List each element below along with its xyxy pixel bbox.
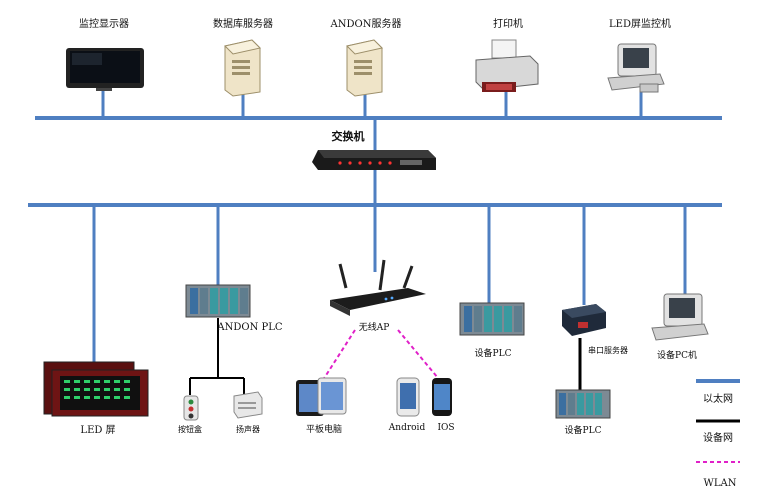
label-monitor: 监控显示器: [79, 17, 129, 30]
ios-phone-icon: [432, 378, 452, 416]
label-button-box: 按钮盒: [178, 424, 202, 434]
android-phone-icon: [396, 377, 420, 417]
label-led-screen: LED 屏: [80, 424, 115, 436]
serial-server-icon: [562, 304, 606, 336]
led-monitor-pc-icon: [607, 43, 665, 93]
label-andon-plc: ANDON PLC: [216, 322, 282, 333]
label-switch: 交换机: [332, 129, 365, 143]
device-plc-2-icon: [555, 389, 611, 419]
label-device-plc-2: 设备PLC: [565, 424, 602, 436]
legend: [696, 379, 740, 463]
device-pc-icon: [651, 293, 709, 341]
printer-icon: [475, 39, 539, 92]
label-speaker: 扬声器: [236, 424, 260, 434]
wlan-tablet-link: [322, 329, 356, 381]
label-printer: 打印机: [493, 17, 523, 30]
label-tablet: 平板电脑: [306, 423, 342, 435]
db-server-icon: [224, 39, 261, 97]
switch-icon: [312, 150, 436, 170]
label-android: Android: [388, 423, 426, 433]
speaker-icon: [233, 391, 263, 419]
andon-plc-icon: [185, 284, 251, 318]
label-led-monitor-pc: LED屏监控机: [609, 17, 671, 30]
label-db-server: 数据库服务器: [213, 17, 273, 30]
tablet-icon: [296, 377, 347, 416]
andon-server-icon: [346, 39, 383, 97]
label-serial-server: 串口服务器: [588, 345, 628, 355]
label-device-pc: 设备PC机: [657, 349, 697, 361]
label-wireless-ap: 无线AP: [359, 321, 390, 333]
wireless-ap-icon: [330, 259, 426, 316]
led-screen-icon: [43, 361, 149, 417]
legend-ethernet-label: 以太网: [703, 392, 733, 405]
label-device-plc-1: 设备PLC: [475, 347, 512, 359]
legend-wlan-label: WLAN: [704, 478, 737, 489]
wlan-ios-link: [397, 329, 439, 379]
label-andon-server: ANDON服务器: [330, 17, 402, 30]
legend-device-net-label: 设备网: [703, 431, 733, 444]
monitor-icon: [66, 48, 144, 91]
button-box-icon: [183, 395, 199, 421]
device-plc-1-icon: [459, 302, 525, 336]
label-ios: IOS: [437, 423, 454, 433]
